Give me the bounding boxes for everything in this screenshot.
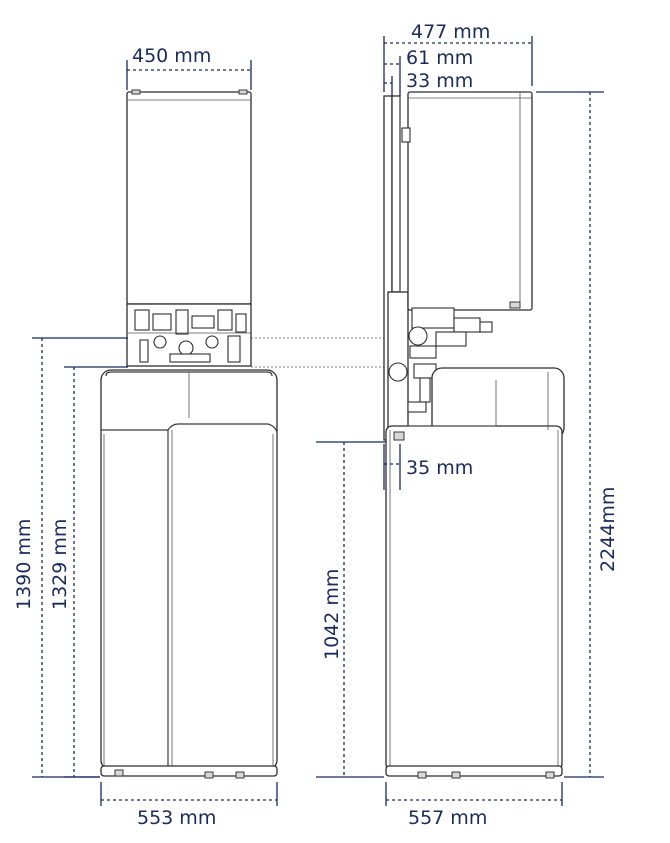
label-450: 450 mm [132,45,211,67]
front-cylinder [100,369,278,779]
label-557: 557 mm [408,807,487,829]
dim-side-total-height: 2244mm [536,91,619,778]
side-boiler-casing [407,91,533,311]
label-553: 553 mm [137,807,216,829]
label-1390: 1390 mm [13,519,35,610]
side-view [383,91,565,779]
dim-side-height-1042: 1042 mm [316,441,386,778]
side-connection-block [388,307,493,413]
label-2244: 2244mm [597,487,619,572]
dim-side-offset-61: 61 mm [384,47,473,96]
label-1329: 1329 mm [49,519,71,610]
label-477: 477 mm [411,21,490,43]
front-view [100,89,278,779]
dim-front-cylinder-width: 553 mm [100,782,278,829]
front-connection-block [126,303,252,367]
side-cylinder [385,367,565,779]
front-boiler-casing [126,91,252,305]
label-1042: 1042 mm [321,569,343,660]
dim-front-height-1329: 1329 mm [49,366,128,778]
dim-front-boiler-width: 450 mm [126,45,252,90]
dim-side-offset-33: 33 mm [384,70,473,96]
dim-side-cylinder-depth: 557 mm [385,782,563,829]
label-33: 33 mm [406,70,473,92]
label-61: 61 mm [406,47,473,69]
label-35: 35 mm [406,457,473,479]
dim-side-offset-35: 35 mm [383,444,473,490]
